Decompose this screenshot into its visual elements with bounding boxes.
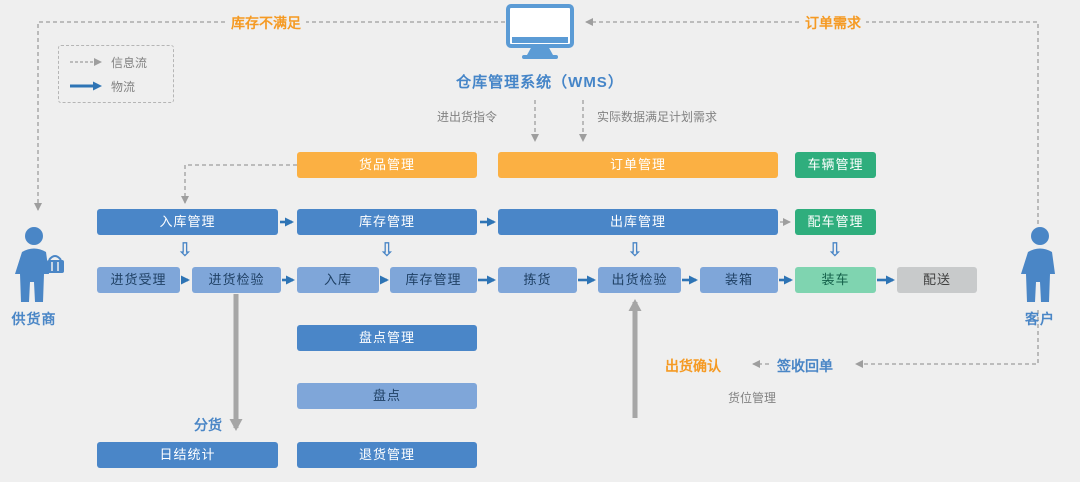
legend-info-flow: 信息流 xyxy=(69,54,173,71)
customer-label: 客户 xyxy=(1025,311,1055,327)
node-order-management: 订单管理 xyxy=(498,152,778,178)
label-actual-data: 实际数据满足计划需求 xyxy=(597,110,718,124)
legend-material-flow: 物流 xyxy=(69,78,173,95)
node-stocktaking: 盘点 xyxy=(297,383,477,409)
node-putaway: 入库 xyxy=(297,267,379,293)
legend-info-flow-label: 信息流 xyxy=(111,55,148,70)
label-signed-receipt: 签收回单 xyxy=(772,356,838,376)
node-delivery: 配送 xyxy=(897,267,977,293)
label-shipment-confirmation: 出货确认 xyxy=(660,356,726,376)
node-outbound-management: 出库管理 xyxy=(498,209,778,235)
customer-icon xyxy=(1021,227,1055,302)
legend: 信息流 物流 xyxy=(58,45,174,103)
hollow-down-arrow-inventory: ⇩ xyxy=(379,240,395,261)
label-order-demand: 订单需求 xyxy=(800,13,866,33)
node-vehicle-dispatch: 配车管理 xyxy=(795,209,876,235)
node-inventory-management: 库存管理 xyxy=(297,209,477,235)
node-vehicle-management: 车辆管理 xyxy=(795,152,876,178)
page-title: 仓库管理系统（WMS） xyxy=(456,74,624,91)
node-picking: 拣货 xyxy=(498,267,577,293)
hollow-down-arrow-inbound: ⇩ xyxy=(177,240,193,261)
legend-material-flow-label: 物流 xyxy=(111,79,136,94)
dashed-arrow-icon xyxy=(70,58,102,66)
node-loading: 装车 xyxy=(795,267,876,293)
label-slot-management: 货位管理 xyxy=(728,391,777,405)
supplier-label: 供货商 xyxy=(11,311,57,327)
hollow-down-arrow-dispatch: ⇩ xyxy=(827,240,843,261)
node-stocktaking-management: 盘点管理 xyxy=(297,325,477,351)
node-receiving-acceptance: 进货受理 xyxy=(97,267,180,293)
node-inventory-management-sub: 库存管理 xyxy=(390,267,477,293)
label-in-out-instruction: 进出货指令 xyxy=(437,110,498,124)
node-outbound-inspection: 出货检验 xyxy=(598,267,681,293)
node-returns-management: 退货管理 xyxy=(297,442,477,468)
hollow-down-arrow-outbound: ⇩ xyxy=(627,240,643,261)
label-inventory-shortage: 库存不满足 xyxy=(226,13,306,33)
node-daily-settlement: 日结统计 xyxy=(97,442,278,468)
label-sorting: 分货 xyxy=(194,417,222,433)
node-packing: 装箱 xyxy=(700,267,778,293)
supplier-icon xyxy=(15,227,64,302)
monitor-icon xyxy=(506,4,574,59)
solid-arrow-icon xyxy=(70,81,102,91)
node-goods-management: 货品管理 xyxy=(297,152,477,178)
node-receiving-inspection: 进货检验 xyxy=(192,267,281,293)
node-inbound-management: 入库管理 xyxy=(97,209,278,235)
